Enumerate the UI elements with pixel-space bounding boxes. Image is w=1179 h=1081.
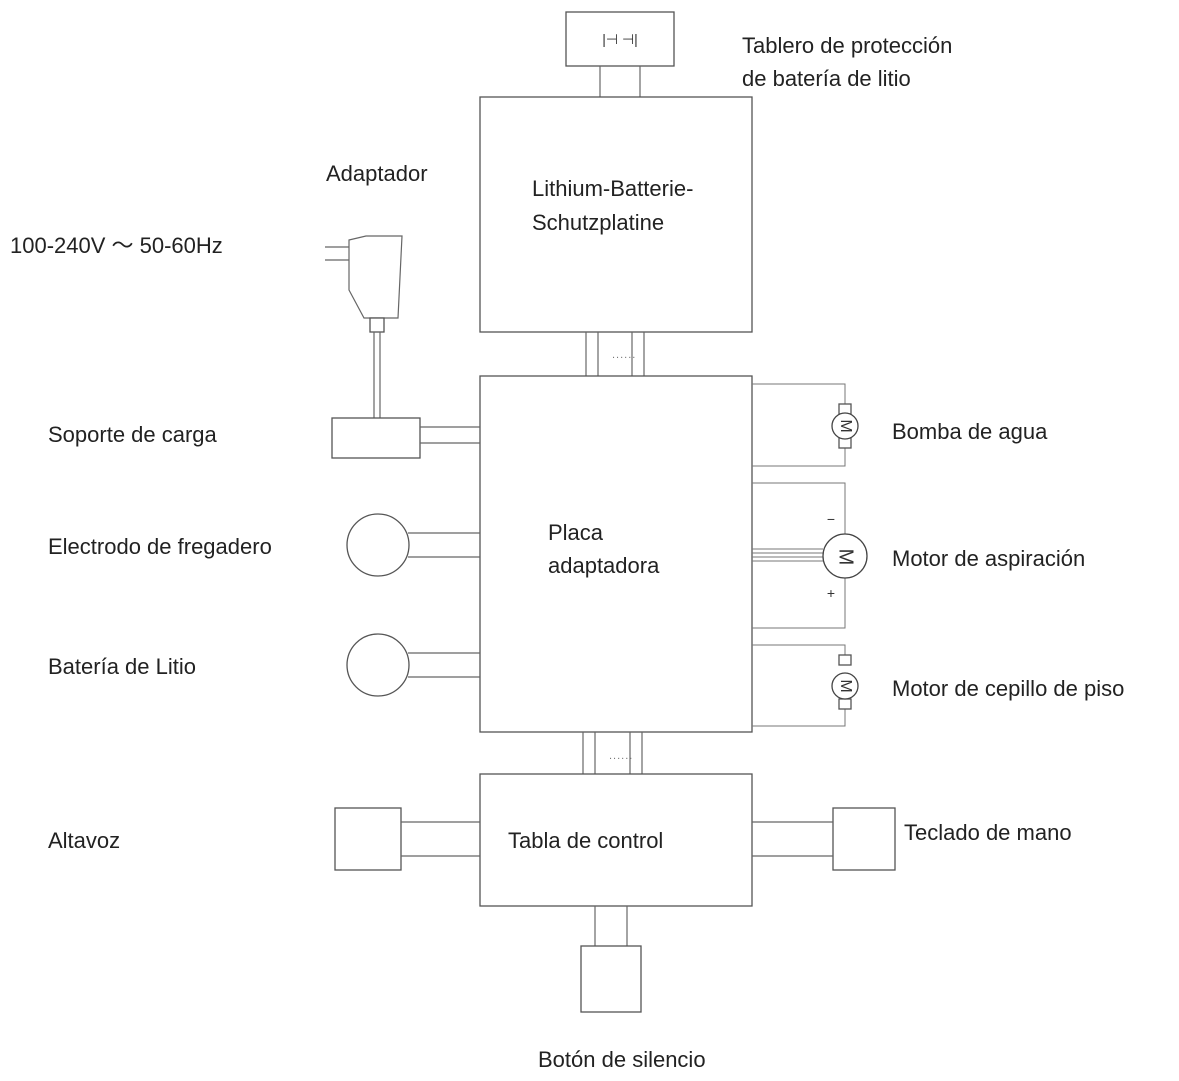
label-suction-motor: Motor de aspiración: [892, 546, 1085, 571]
battery-cell-icon: |⊣ ⊣|: [602, 31, 638, 47]
protection-board-module: |⊣ ⊣|: [565, 11, 675, 97]
bus-top: ......: [585, 332, 645, 376]
svg-text:M: M: [837, 419, 854, 432]
label-adapter: Adaptador: [326, 161, 428, 186]
plug-adapter-icon: [325, 235, 403, 418]
label-lithium-board-1: Lithium-Batterie-: [532, 176, 693, 201]
label-charging-stand: Soporte de carga: [48, 422, 218, 447]
label-mute-button: Botón de silencio: [538, 1047, 706, 1072]
label-adapter-board-1: Placa: [548, 520, 604, 545]
wire-lithium-battery: [408, 652, 480, 678]
water-pump-motor-icon: [831, 412, 859, 440]
svg-text:M: M: [835, 549, 857, 566]
wire-mute-button: [594, 906, 628, 946]
control-board-box: [479, 773, 753, 907]
wire-sink-electrode: [408, 532, 480, 558]
suction-motor-icon: [822, 533, 868, 579]
label-lithium-board-2: Schutzplatine: [532, 210, 664, 235]
suction-minus-icon: −: [827, 511, 835, 527]
label-hand-keyboard: Teclado de mano: [904, 820, 1072, 845]
label-protection-board-2: de batería de litio: [742, 66, 911, 91]
bus-bottom-dots: ......: [609, 750, 633, 762]
label-water-pump: Bomba de agua: [892, 419, 1048, 444]
label-floor-brush-motor: Motor de cepillo de piso: [892, 676, 1124, 701]
label-control-board: Tabla de control: [508, 828, 663, 853]
label-protection-board-1: Tablero de protección: [742, 33, 952, 58]
wire-charging-stand: [420, 426, 480, 444]
floor-brush-motor-icon: [831, 672, 859, 700]
wire-hand-keyboard: [752, 821, 833, 857]
label-voltage: 100-240V ～ 50-60Hz: [10, 233, 223, 258]
label-adapter-board-2: adaptadora: [548, 553, 660, 578]
bus-top-dots: ......: [612, 349, 636, 361]
speaker-box: [334, 807, 402, 871]
hand-keyboard-box: [832, 807, 896, 871]
lithium-board-box: [479, 96, 753, 333]
charging-stand-box: [331, 417, 421, 459]
mute-button-box: [580, 945, 642, 1013]
lithium-battery-circle: [346, 633, 410, 697]
suction-motor-module: M − +: [752, 482, 868, 629]
adapter-board-box: [479, 375, 753, 733]
svg-text:M: M: [837, 679, 854, 692]
floor-brush-motor-module: M: [752, 644, 859, 727]
wire-speaker: [401, 821, 480, 857]
label-sink-electrode: Electrodo de fregadero: [48, 534, 272, 559]
suction-plus-icon: +: [827, 585, 835, 601]
label-lithium-battery: Batería de Litio: [48, 654, 196, 679]
sink-electrode-circle: [346, 513, 410, 577]
protection-board-box: [565, 11, 675, 67]
water-pump-module: M: [752, 383, 859, 467]
bus-bottom: ......: [582, 732, 643, 774]
label-speaker: Altavoz: [48, 828, 120, 853]
